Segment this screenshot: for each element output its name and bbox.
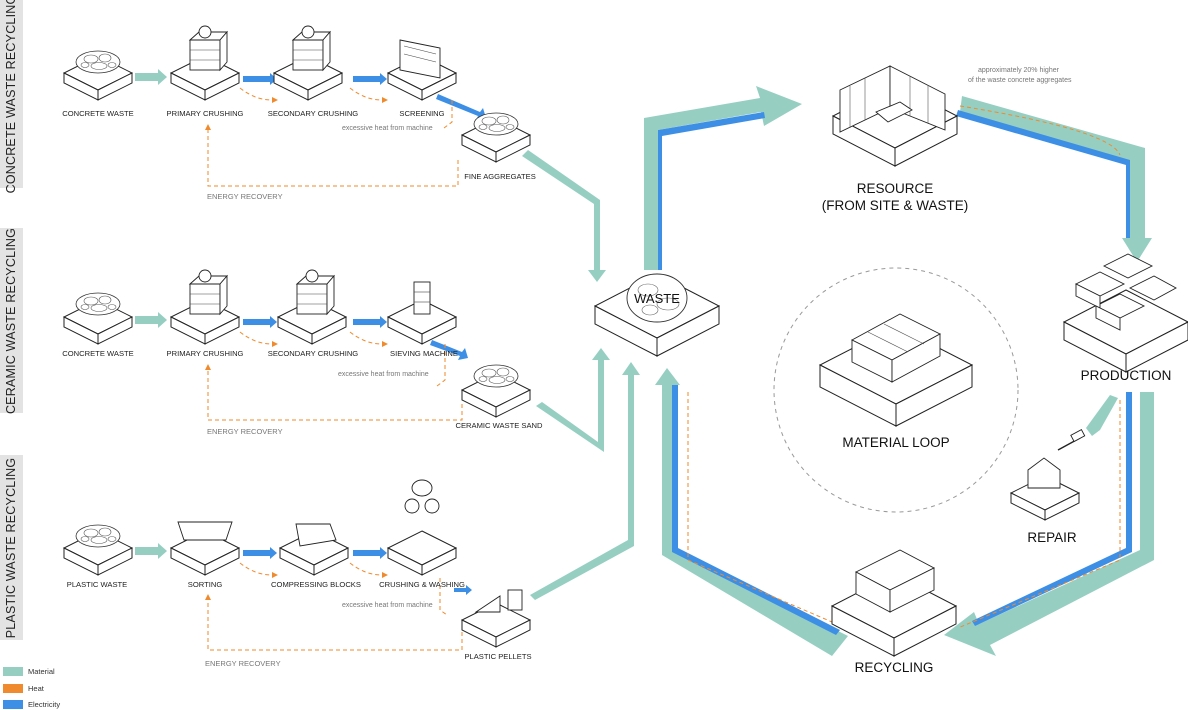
- material-arrow-to-repair: [1086, 395, 1118, 436]
- note-20-percent-line1: approximately 20% higher: [978, 67, 1059, 74]
- material-arrow-plastic-pellets: [530, 362, 640, 600]
- electricity-arrow: [243, 73, 277, 85]
- label-primary-crushing: PRIMARY CRUSHING: [166, 109, 244, 118]
- label-resource: RESOURCE (FROM SITE & WASTE): [822, 180, 969, 214]
- label-sorting: SORTING: [187, 580, 223, 589]
- label-resource-line1: RESOURCE: [856, 181, 934, 196]
- legend-heat: Heat: [3, 683, 44, 694]
- legend-label-heat: Heat: [28, 684, 44, 693]
- heat-line-recovery: [207, 600, 463, 651]
- legend-label-electricity: Electricity: [28, 700, 61, 709]
- heat-line: [349, 331, 383, 345]
- legend-swatch-material: [3, 667, 23, 676]
- section-tab-concrete: CONCRETE WASTE RECYCLING: [0, 0, 23, 193]
- label-production: PRODUCTION: [1080, 368, 1172, 383]
- legend-label-material: Material: [28, 667, 55, 676]
- label-recycling: RECYCLING: [854, 660, 934, 675]
- heat-line-recovery: [207, 370, 463, 421]
- label-sieving-machine: SIEVING MACHINE: [390, 349, 458, 358]
- label-ceramic-primary: PRIMARY CRUSHING: [166, 349, 244, 358]
- electricity-arrow: [353, 547, 387, 559]
- section-tab-ceramic: CERAMIC WASTE RECYCLING: [0, 227, 23, 414]
- label-plastic-pellets: PLASTIC PELLETS: [464, 652, 532, 661]
- label-ceramic-waste-sand: CERAMIC WASTE SAND: [455, 421, 543, 430]
- heat-line: [239, 87, 273, 101]
- material-arrow-to-waste: [655, 368, 848, 656]
- recycling-block: [831, 549, 957, 657]
- waste-block: [594, 273, 720, 357]
- material-arrow-ceramic-sand: [536, 348, 610, 452]
- legend-material: Material: [3, 666, 55, 677]
- material-arrow-to-production: [960, 96, 1152, 262]
- label-crushing-washing: CRUSHING & WASHING: [379, 580, 465, 589]
- label-material-loop: MATERIAL LOOP: [842, 435, 950, 450]
- electricity-band-to-production: [956, 110, 1130, 238]
- resource-block: [832, 65, 958, 167]
- heat-line-recycling: [687, 392, 833, 623]
- note-20-percent-line2: of the waste concrete aggregates: [968, 77, 1072, 84]
- production-block: [1063, 253, 1188, 373]
- repair-block: [1010, 429, 1086, 521]
- heat-line: [349, 562, 383, 576]
- heat-line: [439, 578, 448, 616]
- heat-line: [443, 100, 453, 129]
- label-resource-line2: (FROM SITE & WASTE): [821, 198, 969, 213]
- heat-line: [349, 87, 383, 101]
- electricity-flow-group: [243, 73, 1132, 635]
- label-repair: REPAIR: [1027, 530, 1077, 545]
- electricity-arrow: [353, 316, 387, 328]
- section-tab-plastic: PLASTIC WASTE RECYCLING: [0, 455, 23, 640]
- electricity-arrow: [353, 73, 387, 85]
- heat-line: [239, 562, 273, 576]
- energy-recovery-concrete: ENERGY RECOVERY: [207, 192, 283, 201]
- label-concrete-waste: CONCRETE WASTE: [62, 109, 134, 118]
- legend-electricity: Electricity: [3, 699, 60, 710]
- electricity-arrow: [430, 340, 468, 360]
- material-arrow-to-recycling: [944, 392, 1154, 656]
- material-loop-circle: [773, 267, 1019, 513]
- energy-recovery-plastic: ENERGY RECOVERY: [205, 659, 281, 668]
- heat-line: [436, 344, 446, 387]
- label-fine-aggregates: FINE AGGREGATES: [464, 172, 536, 181]
- material-arrow: [135, 543, 167, 559]
- label-compressing-blocks: COMPRESSING BLOCKS: [271, 580, 361, 589]
- electricity-arrow: [454, 585, 472, 595]
- heat-arrowheads: [205, 97, 388, 600]
- plastic-row-illustrations: [63, 479, 531, 648]
- heat-note-concrete: excessive heat from machine: [342, 125, 433, 132]
- electricity-arrow: [436, 94, 486, 120]
- material-flow-group: [135, 69, 1154, 656]
- electricity-arrow: [243, 547, 277, 559]
- material-arrow: [135, 312, 167, 328]
- material-arrow-fine-aggregates: [522, 150, 606, 282]
- legend-swatch-heat: [3, 684, 23, 693]
- label-plastic-waste: PLASTIC WASTE: [66, 580, 128, 589]
- heat-line: [239, 331, 273, 345]
- material-arrow: [135, 69, 167, 85]
- heat-note-plastic: excessive heat from machine: [342, 602, 433, 609]
- concrete-row-illustrations: [63, 25, 531, 163]
- legend-swatch-electricity: [3, 700, 23, 709]
- energy-recovery-ceramic: ENERGY RECOVERY: [207, 427, 283, 436]
- ceramic-row-illustrations: [63, 269, 531, 418]
- material-arrow-to-resource: [644, 86, 802, 270]
- heat-note-ceramic: excessive heat from machine: [338, 371, 429, 378]
- heat-line-resource: [959, 105, 1121, 156]
- electricity-arrow: [243, 316, 277, 328]
- label-ceramic-input: CONCRETE WASTE: [62, 349, 134, 358]
- material-loop-block: [819, 313, 973, 427]
- heat-flow-group: [207, 87, 1121, 651]
- label-ceramic-secondary: SECONDARY CRUSHING: [267, 349, 359, 358]
- electricity-band-to-waste: [672, 385, 840, 635]
- electricity-band-to-resource: [658, 112, 765, 270]
- electricity-band-to-recycling: [972, 392, 1132, 626]
- label-secondary-crushing: SECONDARY CRUSHING: [267, 109, 359, 118]
- label-screening: SCREENING: [399, 109, 445, 118]
- heat-line-recovery: [207, 130, 459, 187]
- label-waste: WASTE: [634, 291, 680, 306]
